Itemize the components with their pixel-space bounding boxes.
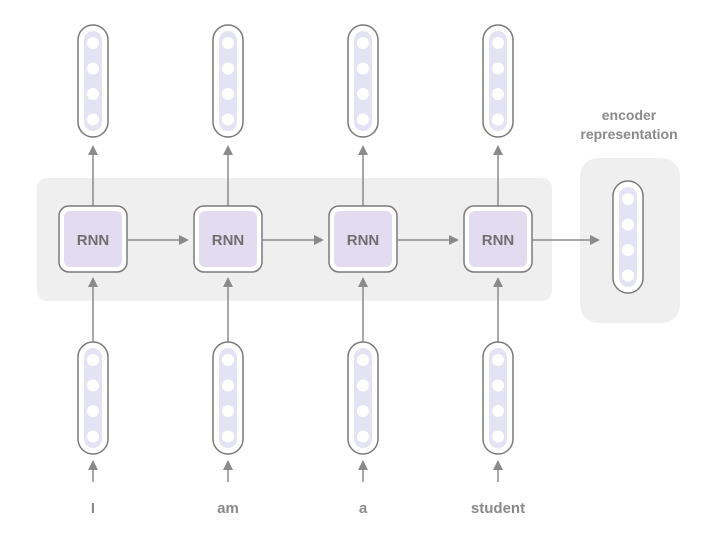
input-vector: [212, 341, 244, 455]
encoder-output-vector: [612, 180, 644, 294]
vector-dot: [87, 88, 99, 100]
vector-dot: [87, 430, 99, 443]
vector-inner: [219, 31, 237, 131]
rnn-step-4: RNN student: [463, 24, 600, 517]
vector-dot: [357, 354, 369, 366]
vector-inner: [84, 31, 102, 131]
vector-dot: [492, 379, 504, 392]
output-vector: [347, 24, 379, 138]
vector-dot: [357, 379, 369, 392]
rnn-cell: RNN: [328, 205, 398, 273]
vector-dot: [492, 88, 504, 100]
steps-layer: RNN I RNN am RNN a RNN student: [58, 24, 600, 517]
vector-dot: [492, 405, 504, 417]
rnn-label: RNN: [212, 232, 245, 249]
encoder-title-line2: representation: [580, 126, 677, 142]
vector-inner: [489, 31, 507, 131]
encoder-vector: [612, 180, 644, 294]
input-vector: [77, 341, 109, 455]
vector-inner: [354, 31, 372, 131]
vector-dot: [622, 269, 634, 282]
vector-dot: [87, 379, 99, 392]
rnn-cell: RNN: [193, 205, 263, 273]
vector-dot: [622, 193, 634, 205]
word-label: student: [471, 500, 525, 517]
vector-dot: [87, 113, 99, 126]
vector-dot: [222, 405, 234, 417]
vector-inner: [489, 348, 507, 448]
rnn-cell: RNN: [463, 205, 533, 273]
vector-dot: [87, 405, 99, 417]
vector-dot: [222, 379, 234, 392]
rnn-label: RNN: [347, 232, 380, 249]
vector-inner: [84, 348, 102, 448]
vector-dot: [222, 354, 234, 366]
rnn-label: RNN: [482, 232, 515, 249]
word-label: am: [217, 500, 239, 517]
input-vector: [482, 341, 514, 455]
vector-dot: [492, 430, 504, 443]
vector-dot: [492, 62, 504, 75]
rnn-cell-inner: [199, 211, 257, 267]
output-vector: [77, 24, 109, 138]
vector-dot: [357, 430, 369, 443]
input-vector: [347, 341, 379, 455]
rnn-step-1: RNN I: [58, 24, 189, 517]
word-label: a: [359, 500, 368, 517]
vector-dot: [222, 62, 234, 75]
vector-dot: [222, 88, 234, 100]
vector-dot: [87, 354, 99, 366]
vector-inner: [219, 348, 237, 448]
vector-dot: [357, 88, 369, 100]
rnn-cell: RNN: [58, 205, 128, 273]
rnn-cell-inner: [334, 211, 392, 267]
vector-dot: [357, 405, 369, 417]
vector-dot: [222, 430, 234, 443]
vector-dot: [622, 244, 634, 256]
rnn-label: RNN: [77, 232, 110, 249]
output-vector: [212, 24, 244, 138]
vector-dot: [622, 218, 634, 231]
vector-dot: [222, 37, 234, 49]
output-vector: [482, 24, 514, 138]
rnn-step-2: RNN am: [193, 24, 324, 517]
rnn-step-3: RNN a: [328, 24, 459, 517]
vector-dot: [87, 62, 99, 75]
vector-dot: [357, 37, 369, 49]
vector-inner: [354, 348, 372, 448]
rnn-cell-inner: [64, 211, 122, 267]
vector-dot: [222, 113, 234, 126]
vector-dot: [492, 113, 504, 126]
word-label: I: [91, 500, 95, 517]
rnn-cell-inner: [469, 211, 527, 267]
vector-dot: [492, 37, 504, 49]
encoder-title-line1: encoder: [602, 107, 657, 123]
vector-dot: [492, 354, 504, 366]
vector-dot: [357, 113, 369, 126]
vector-dot: [357, 62, 369, 75]
vector-inner: [619, 187, 637, 287]
vector-dot: [87, 37, 99, 49]
